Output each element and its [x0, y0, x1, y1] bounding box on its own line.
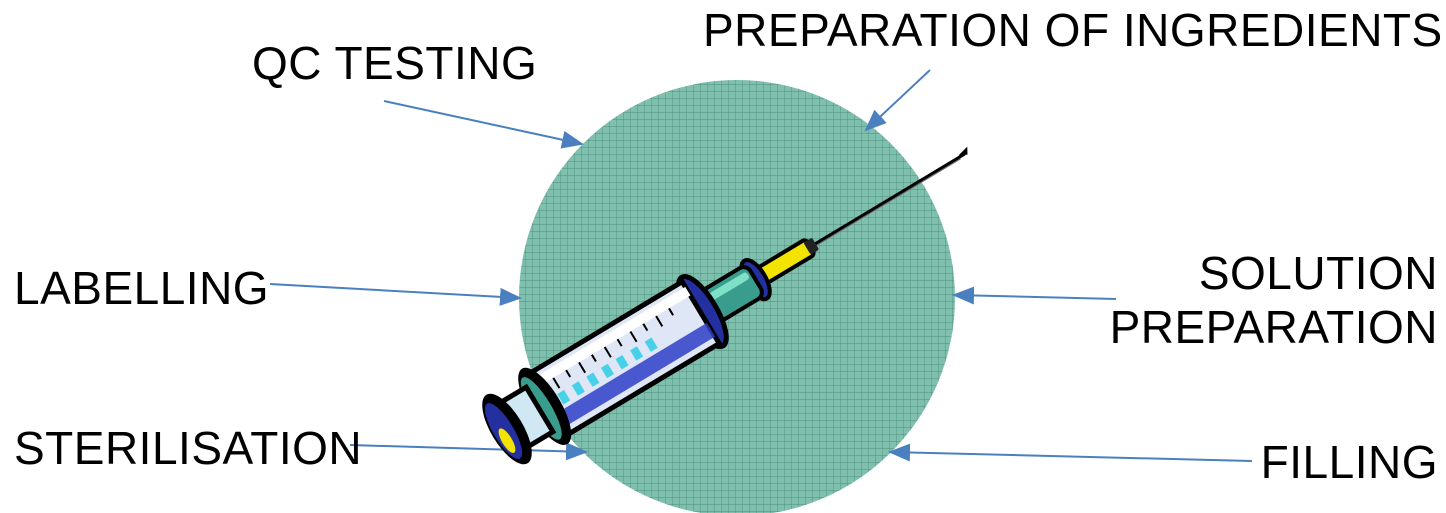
- arrow-sterilisation: [350, 445, 586, 452]
- label-solution-preparation: SOLUTION PREPARATION: [1110, 246, 1438, 355]
- arrow-labelling: [270, 284, 520, 298]
- label-solution-preparation-line1: SOLUTION: [1110, 246, 1438, 300]
- arrow-qc-testing: [384, 101, 582, 144]
- label-solution-preparation-line2: PREPARATION: [1110, 300, 1438, 354]
- label-labelling: LABELLING: [14, 261, 269, 315]
- label-filling: FILLING: [1261, 435, 1438, 489]
- arrow-filling: [890, 452, 1252, 461]
- label-preparation-of-ingredients: PREPARATION OF INGREDIENTS: [703, 3, 1443, 57]
- label-qc-testing: QC TESTING: [252, 36, 537, 90]
- arrow-preparation-of-ingredients: [866, 70, 930, 130]
- arrow-solution-preparation: [954, 295, 1116, 299]
- label-sterilisation: STERILISATION: [14, 421, 362, 475]
